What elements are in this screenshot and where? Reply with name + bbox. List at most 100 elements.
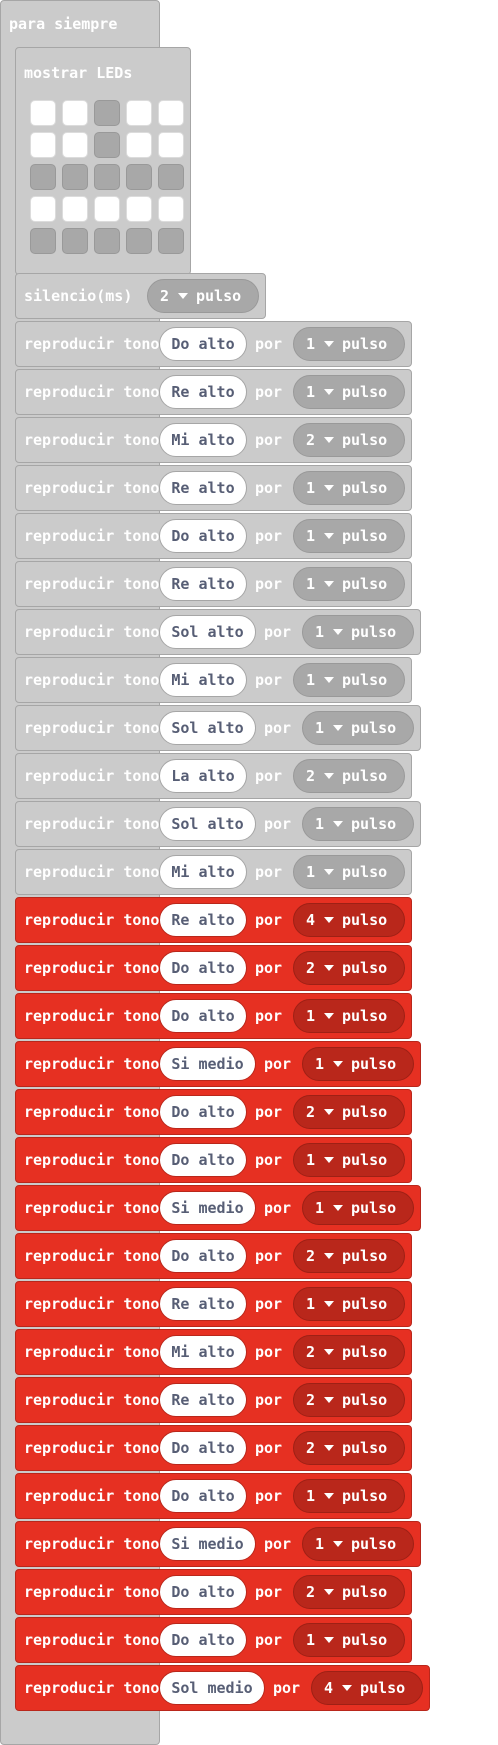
note-field[interactable]: Re alto (159, 375, 247, 409)
led-cell[interactable] (158, 100, 184, 126)
note-field[interactable]: Si medio (159, 1527, 256, 1561)
led-cell[interactable] (126, 132, 152, 158)
note-field[interactable]: Do alto (159, 1239, 247, 1273)
led-cell[interactable] (62, 100, 88, 126)
note-field[interactable]: Do alto (159, 1143, 247, 1177)
led-cell[interactable] (94, 132, 120, 158)
led-cell[interactable] (62, 164, 88, 190)
note-field[interactable]: Do alto (159, 327, 247, 361)
note-field[interactable]: Do alto (159, 999, 247, 1033)
rest-beat-dropdown[interactable]: 2 pulso (147, 279, 259, 313)
led-cell[interactable] (126, 228, 152, 254)
note-field[interactable]: Do alto (159, 1095, 247, 1129)
note-field[interactable]: Sol medio (159, 1671, 265, 1705)
note-field[interactable]: Re alto (159, 1383, 247, 1417)
led-cell[interactable] (158, 196, 184, 222)
led-cell[interactable] (126, 196, 152, 222)
led-cell[interactable] (158, 132, 184, 158)
led-cell[interactable] (62, 196, 88, 222)
note-field[interactable]: La alto (159, 759, 247, 793)
note-field[interactable]: Mi alto (159, 855, 247, 889)
note-field[interactable]: Mi alto (159, 1335, 247, 1369)
note-field[interactable]: Re alto (159, 567, 247, 601)
led-cell[interactable] (30, 132, 56, 158)
led-cell[interactable] (94, 228, 120, 254)
note-field[interactable]: Do alto (159, 1575, 247, 1609)
led-cell[interactable] (30, 228, 56, 254)
note-field[interactable]: Re alto (159, 903, 247, 937)
rest-block[interactable]: silencio(ms) 2 pulso (15, 273, 266, 319)
note-field[interactable]: Si medio (159, 1047, 256, 1081)
led-cell[interactable] (94, 100, 120, 126)
note-field[interactable]: Si medio (159, 1191, 256, 1225)
led-cell[interactable] (158, 228, 184, 254)
led-cell[interactable] (30, 164, 56, 190)
led-cell[interactable] (30, 100, 56, 126)
led-cell[interactable] (126, 100, 152, 126)
note-field[interactable]: Re alto (159, 471, 247, 505)
note-field[interactable]: Sol alto (159, 615, 256, 649)
led-cell[interactable] (94, 196, 120, 222)
note-field[interactable]: Mi alto (159, 423, 247, 457)
note-field[interactable]: Do alto (159, 1623, 247, 1657)
note-field[interactable]: Do alto (159, 951, 247, 985)
note-field[interactable]: Do alto (159, 519, 247, 553)
show-leds-block[interactable]: mostrar LEDs (15, 47, 191, 275)
led-cell[interactable] (62, 228, 88, 254)
led-cell[interactable] (126, 164, 152, 190)
led-cell[interactable] (94, 164, 120, 190)
note-field[interactable]: Mi alto (159, 663, 247, 697)
led-cell[interactable] (30, 196, 56, 222)
